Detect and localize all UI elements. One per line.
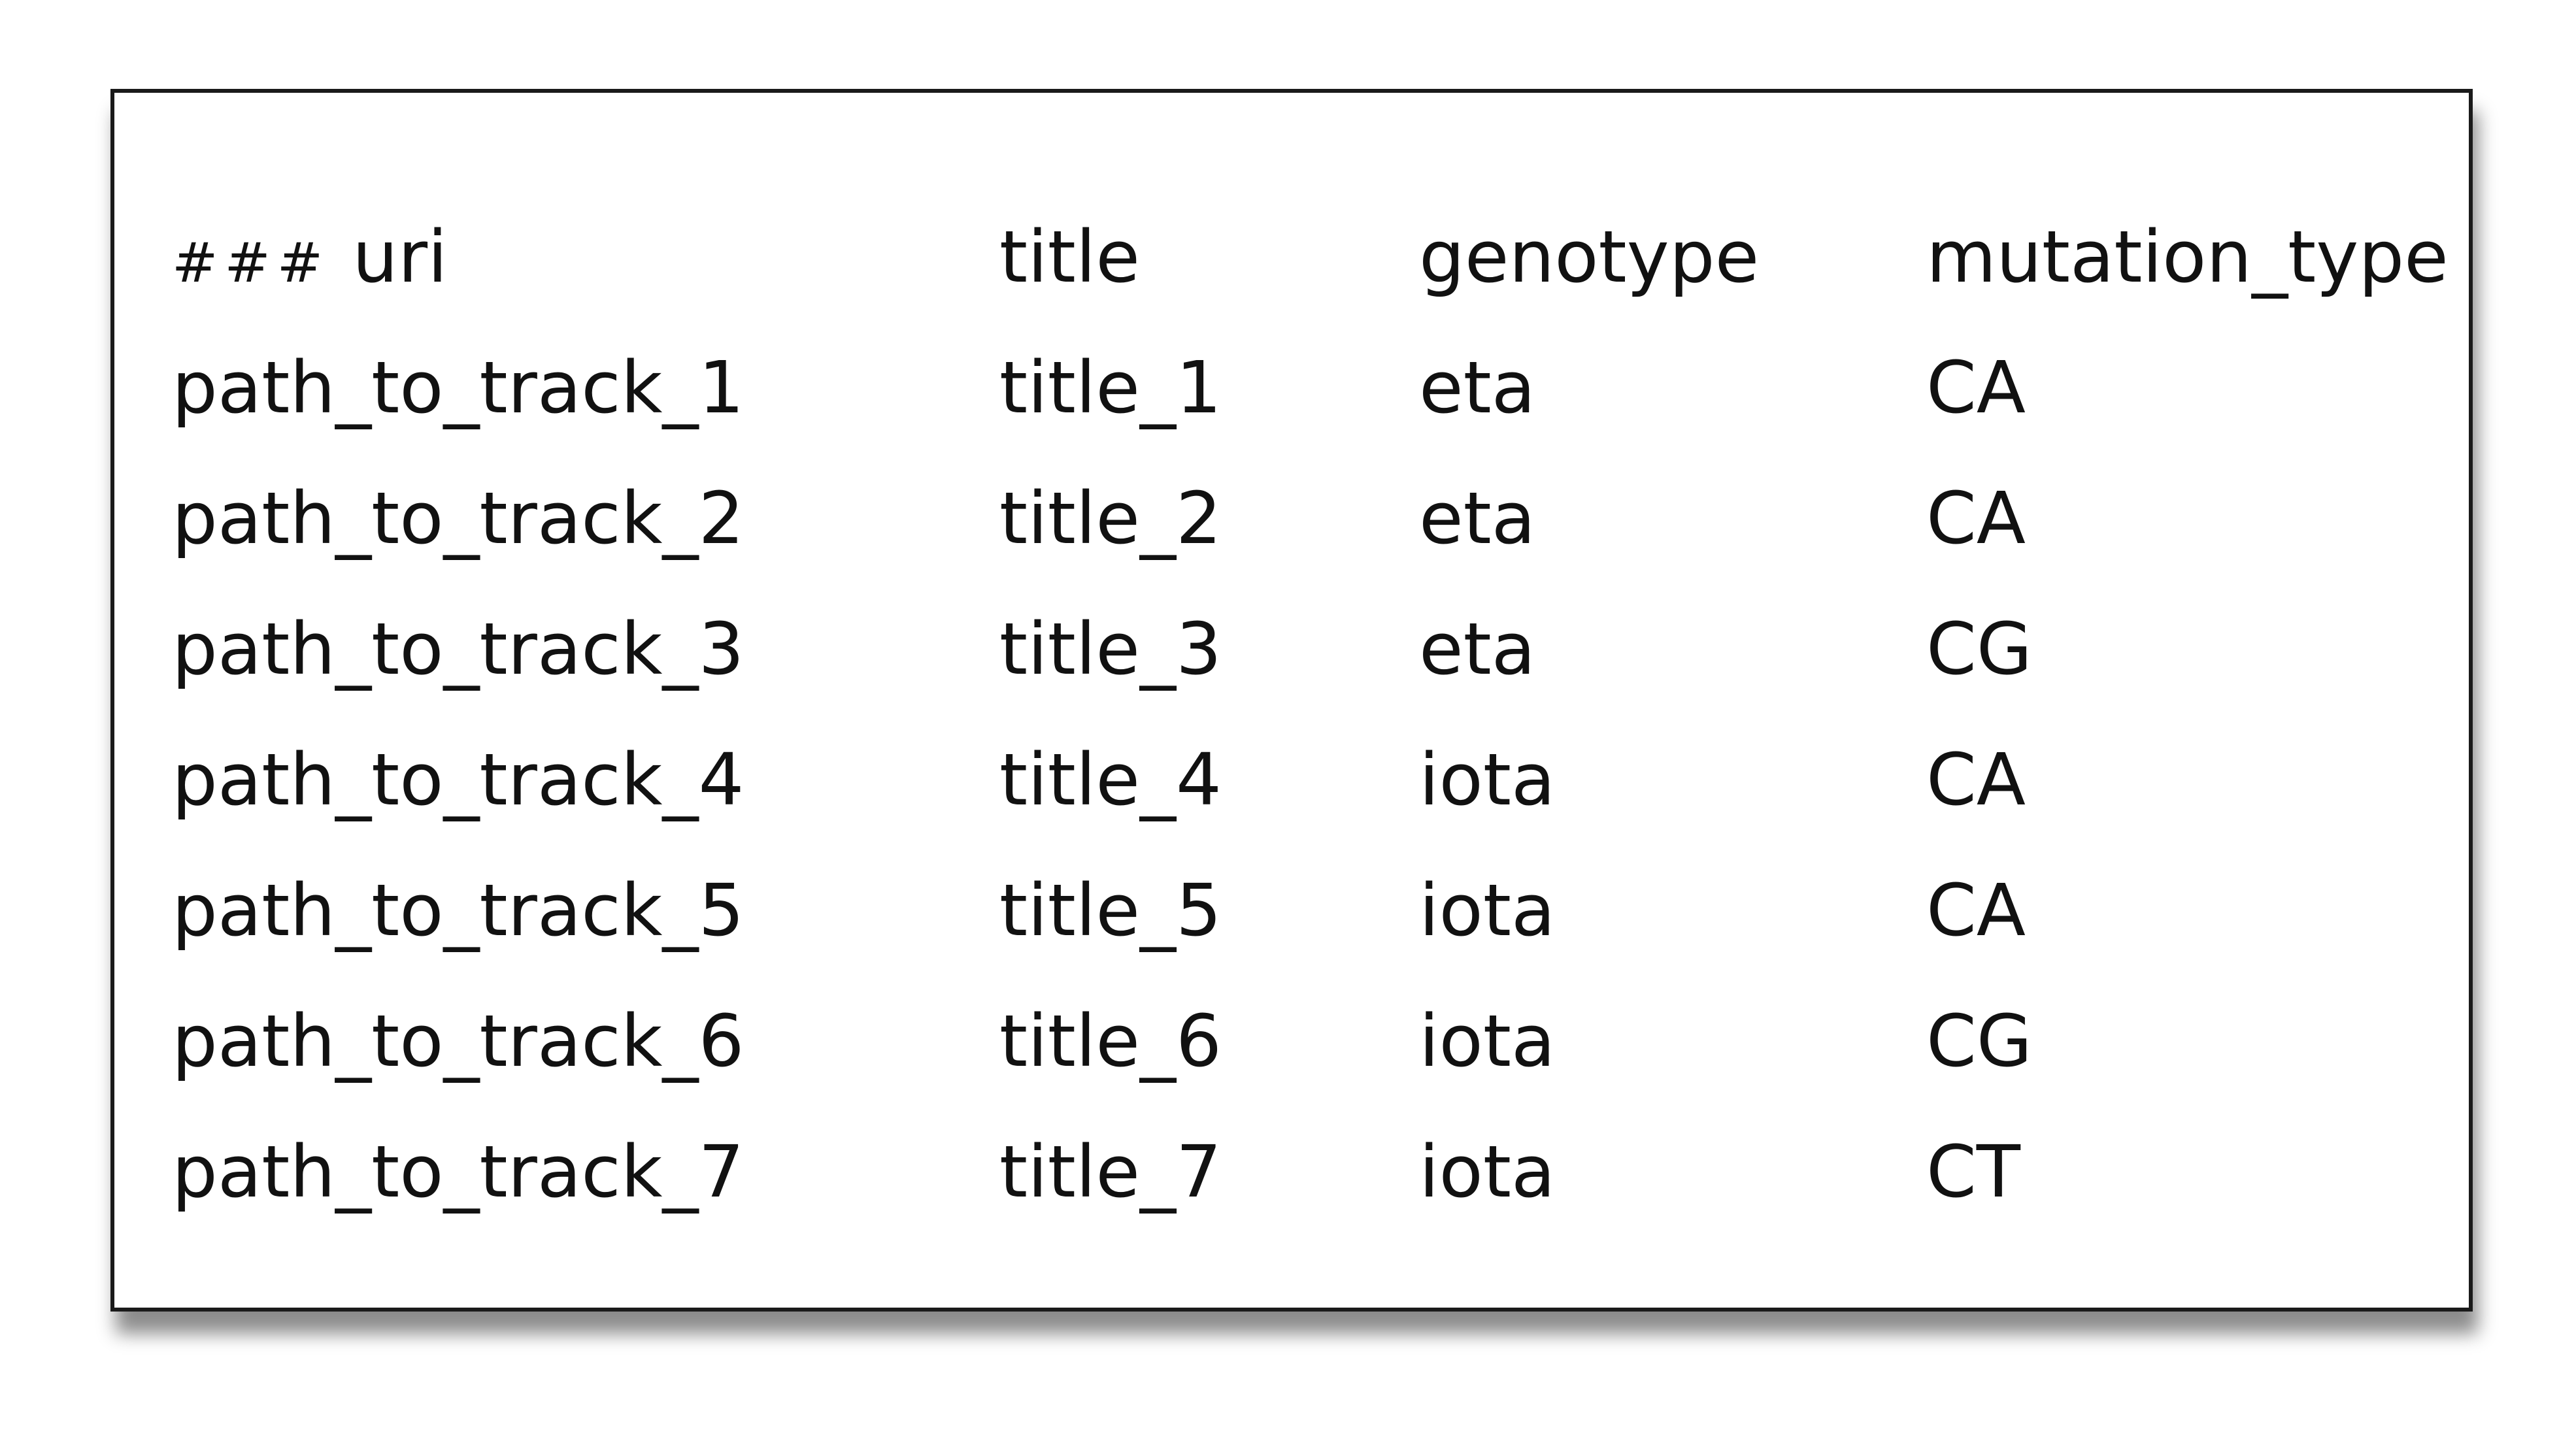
row-uri: path_to_track_4: [172, 738, 744, 821]
row-genotype: eta: [1419, 346, 1536, 429]
row-genotype: eta: [1419, 607, 1536, 691]
row-title: title_4: [999, 738, 1222, 821]
row-genotype: iota: [1419, 1130, 1556, 1214]
row-title: title_1: [999, 346, 1222, 429]
header-genotype: genotype: [1419, 215, 1760, 299]
row-mutation-type: CA: [1926, 346, 2026, 429]
row-title: title_2: [999, 476, 1222, 560]
row-uri: path_to_track_2: [172, 476, 744, 560]
row-mutation-type: CG: [1926, 999, 2033, 1083]
row-genotype: eta: [1419, 476, 1536, 560]
row-uri: path_to_track_5: [172, 868, 744, 952]
row-mutation-type: CA: [1926, 476, 2026, 560]
header-uri: ### uri: [172, 221, 448, 293]
metadata-table: ### uri title genotype mutation_type pat…: [114, 93, 2469, 1308]
header-uri-label: uri: [352, 215, 448, 299]
row-uri: path_to_track_6: [172, 999, 744, 1083]
comment-marker: ###: [172, 231, 330, 295]
row-title: title_6: [999, 999, 1222, 1083]
row-mutation-type: CT: [1926, 1130, 2020, 1214]
row-mutation-type: CG: [1926, 607, 2033, 691]
row-uri: path_to_track_1: [172, 346, 744, 429]
row-uri: path_to_track_3: [172, 607, 744, 691]
table-frame: ### uri title genotype mutation_type pat…: [110, 89, 2473, 1312]
row-uri: path_to_track_7: [172, 1130, 744, 1214]
header-title: title: [999, 215, 1141, 299]
row-genotype: iota: [1419, 738, 1556, 821]
row-genotype: iota: [1419, 999, 1556, 1083]
row-mutation-type: CA: [1926, 868, 2026, 952]
row-title: title_3: [999, 607, 1222, 691]
row-genotype: iota: [1419, 868, 1556, 952]
row-mutation-type: CA: [1926, 738, 2026, 821]
row-title: title_5: [999, 868, 1222, 952]
header-mutation-type: mutation_type: [1926, 215, 2449, 299]
row-title: title_7: [999, 1130, 1222, 1214]
